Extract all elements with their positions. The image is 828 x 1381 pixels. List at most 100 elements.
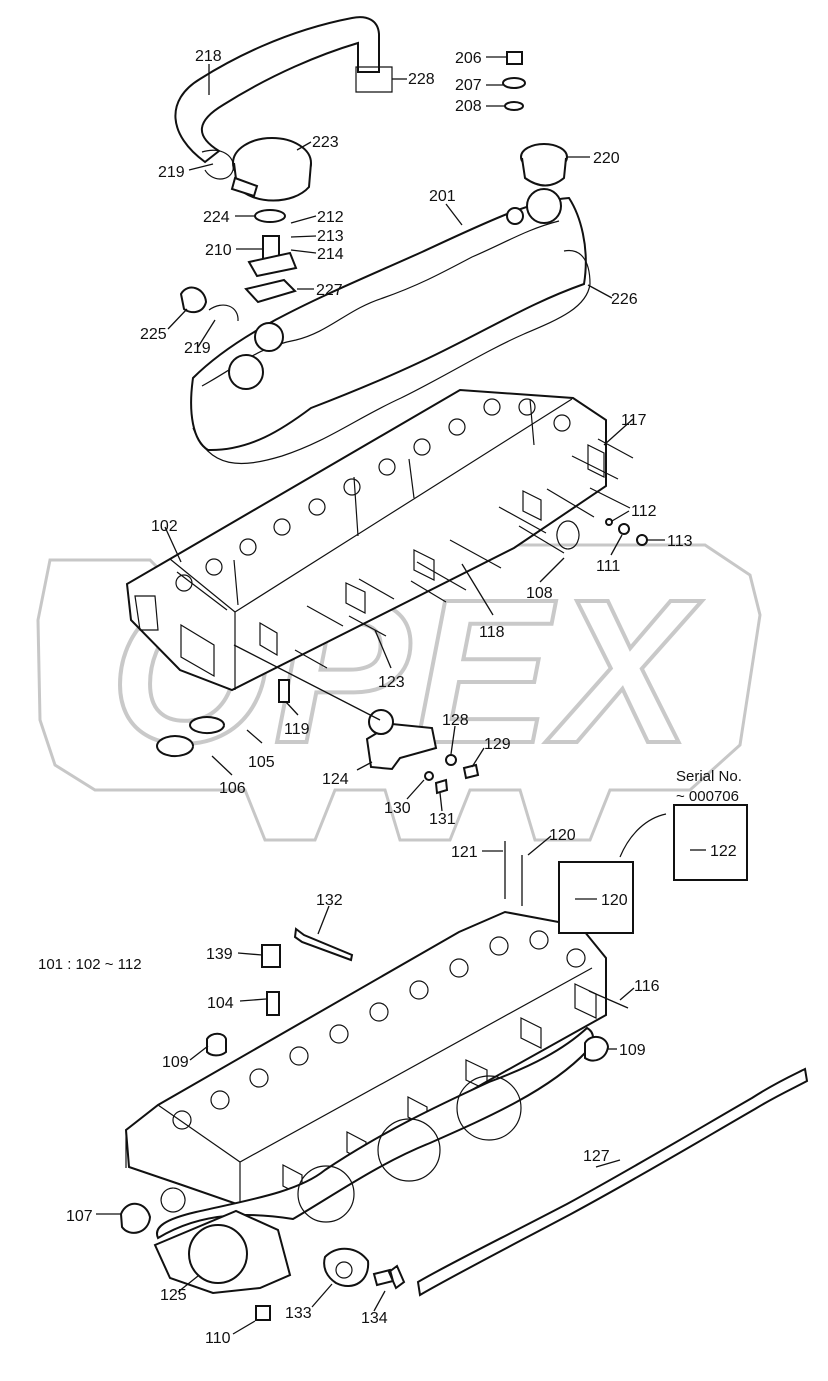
label-139: 139	[206, 946, 233, 963]
label-127: 127	[583, 1148, 610, 1165]
leader-132	[317, 905, 330, 935]
leader-123	[374, 629, 392, 669]
label-120b: 120	[601, 892, 628, 909]
plug-110	[255, 1305, 271, 1321]
seal-107	[119, 1202, 152, 1234]
label-223: 223	[312, 134, 339, 151]
plug-112	[605, 518, 613, 526]
lower-head-valve-circles	[172, 930, 586, 1130]
leader-201	[445, 203, 463, 226]
label-110: 110	[205, 1330, 231, 1347]
leader-108	[539, 557, 565, 583]
gasket-227	[244, 278, 297, 304]
label-207: 207	[455, 77, 482, 94]
plug-206	[506, 51, 523, 65]
upper-head-valve-circles	[175, 398, 571, 592]
head-gasket-125	[155, 1026, 594, 1240]
leader-214	[290, 249, 317, 254]
cylinder-head-102	[125, 388, 607, 692]
leader-127	[595, 1159, 621, 1168]
cover-port	[228, 354, 264, 390]
label-213: 213	[317, 228, 344, 245]
leader-104	[239, 998, 267, 1002]
range-box-120	[558, 861, 634, 934]
plug-111	[618, 523, 630, 535]
label-206: 206	[455, 50, 482, 67]
leader-119	[285, 701, 299, 716]
ring-105	[189, 716, 225, 735]
label-132: 132	[316, 892, 343, 909]
leader-112	[611, 510, 630, 522]
label-133: 133	[285, 1305, 312, 1322]
label-130: 130	[384, 800, 411, 817]
leader-226	[587, 284, 613, 299]
label-210: 210	[205, 242, 232, 259]
leader-128	[450, 725, 456, 755]
label-109a: 109	[162, 1054, 189, 1071]
serial-box	[673, 804, 748, 881]
label-117: 117	[621, 412, 647, 429]
label-219a: 219	[158, 164, 185, 181]
leader-106	[211, 755, 233, 776]
upper-studs	[233, 398, 634, 669]
breather-port	[254, 322, 284, 352]
hose-bracket-228	[355, 66, 393, 93]
leader-129	[471, 747, 485, 768]
label-224: 224	[203, 209, 230, 226]
plug-113	[636, 534, 648, 546]
label-107: 107	[66, 1208, 93, 1225]
label-220: 220	[593, 150, 620, 167]
label-225: 225	[140, 326, 167, 343]
label-112: 112	[631, 503, 657, 520]
lifting-leader-line	[233, 644, 381, 721]
lower-gasket-main-bore	[188, 1224, 248, 1284]
leader-219b	[197, 319, 216, 348]
leader-213	[290, 235, 317, 238]
label-227: 227	[316, 282, 343, 299]
stud-116	[588, 990, 629, 1009]
label-113: 113	[667, 533, 693, 550]
label-201: 201	[429, 188, 456, 205]
serial-note-line2: ~ 000706	[676, 788, 739, 805]
washer-207	[502, 77, 526, 89]
label-228: 228	[408, 71, 435, 88]
gasket-bore-3	[377, 1118, 441, 1182]
leader-116	[619, 987, 635, 1001]
leader-124	[356, 761, 373, 771]
lower-cylinder-head-assembly	[119, 804, 809, 1321]
cylinder-head-top-detail	[169, 398, 573, 690]
label-128: 128	[442, 712, 469, 729]
leader-125	[177, 1275, 199, 1293]
valve-cover-assembly	[174, 16, 591, 465]
leader-117	[603, 418, 634, 446]
label-122: 122	[710, 843, 737, 860]
label-111: 111	[596, 558, 620, 575]
glow-plug-132	[293, 927, 354, 962]
oil-filler-cap-body-220	[521, 157, 567, 187]
label-109b: 109	[619, 1042, 646, 1059]
dowel-119	[278, 679, 290, 703]
oring-208	[504, 101, 524, 111]
leader-223	[296, 141, 312, 151]
label-134: 134	[361, 1310, 388, 1327]
label-102: 102	[151, 518, 178, 535]
leader-111	[610, 534, 623, 556]
upper-cylinder-head-assembly	[125, 388, 648, 795]
label-118: 118	[479, 624, 505, 641]
leader-130	[406, 779, 425, 800]
label-116: 116	[634, 978, 660, 995]
label-214: 214	[317, 246, 344, 263]
upper-head-ports	[134, 444, 605, 678]
leader-105	[246, 729, 263, 744]
plate-133	[323, 1247, 370, 1288]
leader-139	[237, 952, 263, 956]
part-labels: 218 228 206 207 208 223 220 219 201 224 …	[38, 48, 742, 1347]
filler-port	[526, 188, 562, 224]
leader-lines	[96, 56, 706, 1335]
leader-109a	[189, 1045, 209, 1061]
label-219b: 219	[184, 340, 211, 357]
label-124: 124	[322, 771, 349, 788]
oring-224	[254, 209, 286, 223]
label-131: 131	[429, 811, 456, 828]
